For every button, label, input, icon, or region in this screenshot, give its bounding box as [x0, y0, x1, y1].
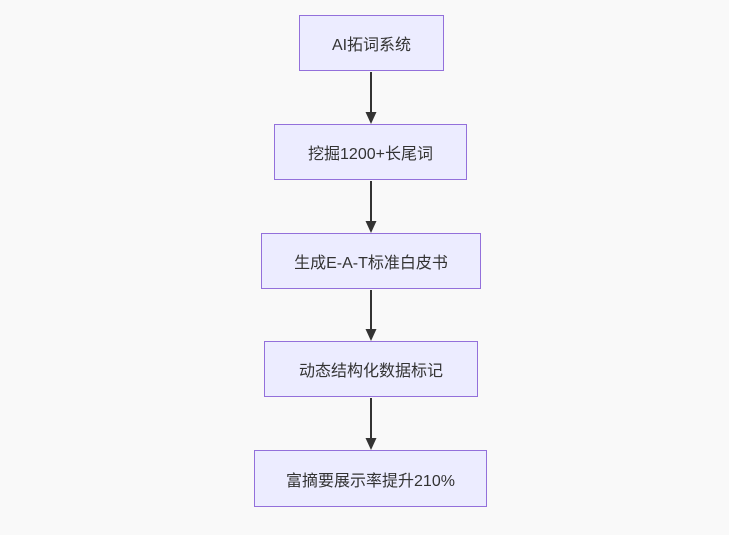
- flow-node-generate-eat-whitepaper: 生成E-A-T标准白皮书: [261, 233, 481, 289]
- flow-arrow-n2-n3: [365, 181, 377, 233]
- flow-node-rich-snippet-rate-increase: 富摘要展示率提升210%: [254, 450, 487, 507]
- flow-node-mine-longtail-keywords: 挖掘1200+长尾词: [274, 124, 467, 180]
- flow-arrow-n1-n2: [365, 72, 377, 124]
- flow-node-dynamic-structured-data-markup: 动态结构化数据标记: [264, 341, 478, 397]
- flow-node-ai-word-expansion-system: AI拓词系统: [299, 15, 444, 71]
- arrowhead-down-icon: [365, 221, 377, 233]
- arrowhead-down-icon: [365, 112, 377, 124]
- arrowhead-down-icon: [365, 329, 377, 341]
- flow-arrow-n3-n4: [365, 290, 377, 341]
- flow-arrow-n4-n5: [365, 398, 377, 450]
- arrowhead-down-icon: [365, 438, 377, 450]
